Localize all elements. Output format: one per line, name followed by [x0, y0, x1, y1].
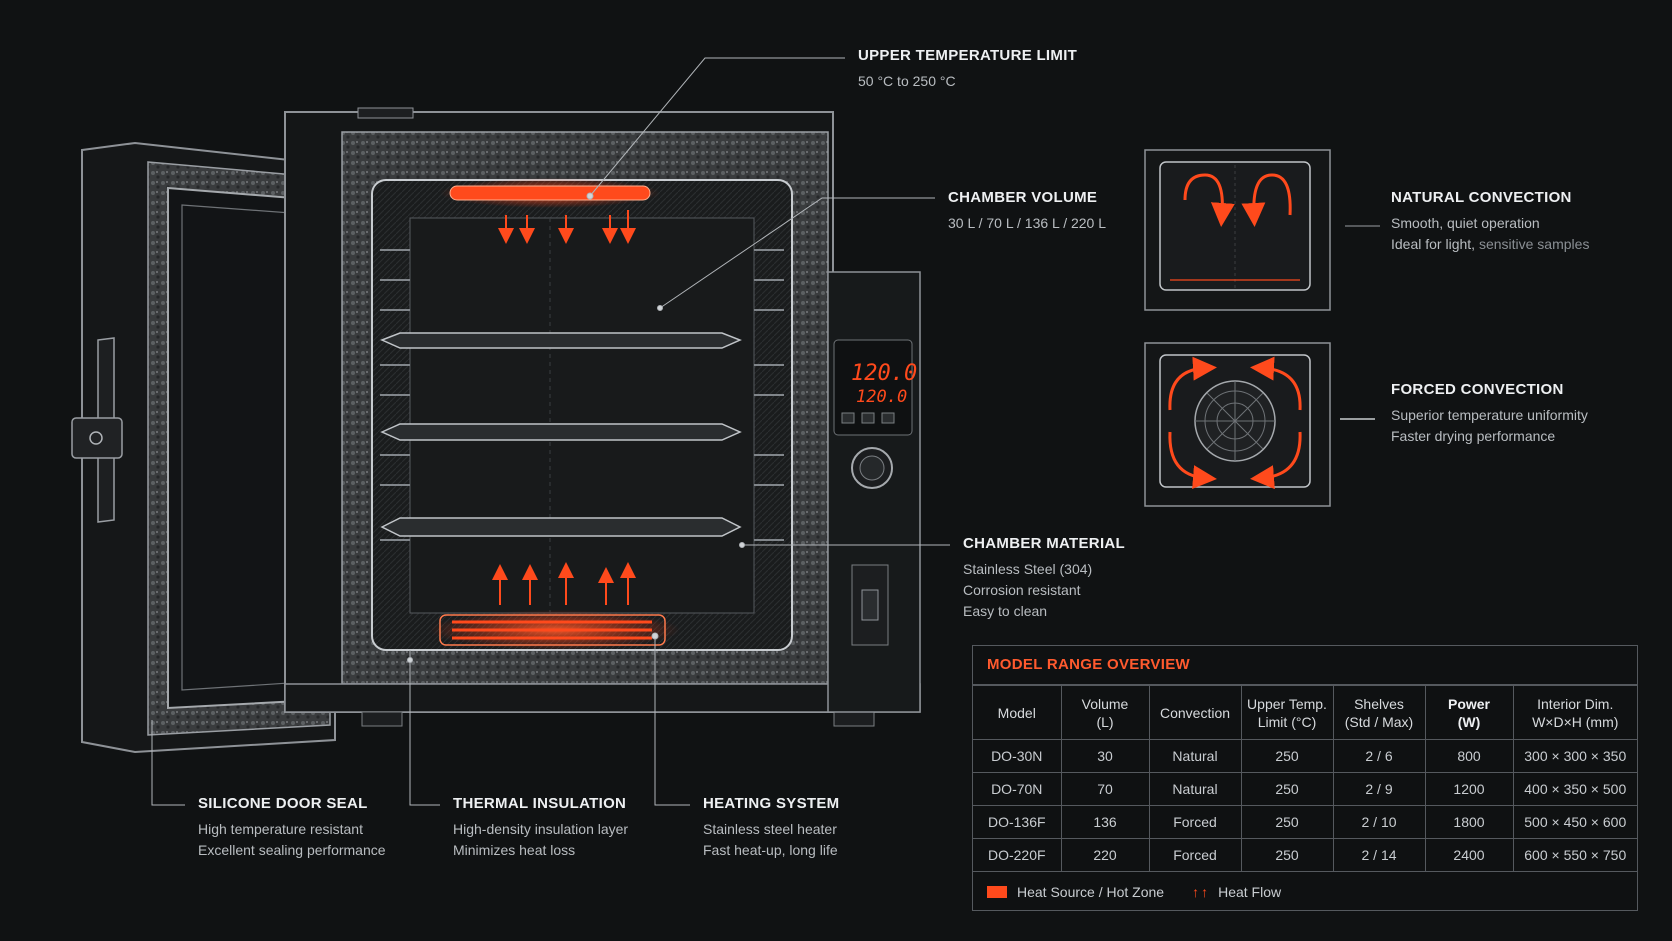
model-range-table: MODEL RANGE OVERVIEW Model Volume(L) Con…: [972, 645, 1638, 911]
table-row: DO-136F 136 Forced 250 2 / 10 1800 500 ×…: [973, 805, 1637, 839]
cell-convection: Forced: [1148, 838, 1242, 872]
header-shelves: Shelves(Std / Max): [1332, 685, 1426, 740]
cell-shelves: 2 / 10: [1332, 805, 1426, 839]
callout-line-part: Ideal for light,: [1391, 236, 1476, 252]
header-model: Model: [973, 685, 1062, 740]
table-row: DO-70N 70 Natural 250 2 / 9 1200 400 × 3…: [973, 772, 1637, 806]
legend-heat-source: Heat Source / Hot Zone: [1017, 884, 1165, 900]
header-interior-dim: Interior Dim.W×D×H (mm): [1512, 685, 1637, 740]
callout-line: Corrosion resistant: [963, 582, 1081, 598]
callout-line: High-density insulation layer: [453, 821, 629, 837]
callout-forced-convection: FORCED CONVECTION Superior temperature u…: [1391, 381, 1588, 447]
cell-upper-temp: 250: [1240, 772, 1334, 806]
cell-volume: 136: [1060, 805, 1150, 839]
callout-line: Faster drying performance: [1391, 428, 1556, 444]
cell-volume: 70: [1060, 772, 1150, 806]
cell-convection: Natural: [1148, 772, 1242, 806]
cell-upper-temp: 250: [1240, 739, 1334, 773]
callout-title: NATURAL CONVECTION: [1391, 189, 1572, 206]
cell-interior-dim: 600 × 550 × 750: [1512, 838, 1637, 872]
callout-title: SILICONE DOOR SEAL: [198, 795, 368, 812]
cell-power: 800: [1424, 739, 1514, 773]
cell-shelves: 2 / 9: [1332, 772, 1426, 806]
cell-convection: Natural: [1148, 739, 1242, 773]
callout-title: HEATING SYSTEM: [703, 795, 840, 812]
cell-model: DO-220F: [973, 838, 1062, 872]
callout-line: 50 °C to 250 °C: [858, 73, 956, 89]
callout-thermal-insulation: THERMAL INSULATION High-density insulati…: [453, 795, 628, 861]
callout-line-part-dim: sensitive samples: [1478, 236, 1590, 252]
callout-title: CHAMBER MATERIAL: [963, 535, 1126, 552]
leader-lines: [151, 57, 950, 806]
callout-upper-temperature: UPPER TEMPERATURE LIMIT 50 °C to 250 °C: [858, 47, 1077, 92]
callout-door-seal: SILICONE DOOR SEAL High temperature resi…: [198, 795, 386, 861]
callout-line: 30 L / 70 L / 136 L / 220 L: [948, 215, 1107, 231]
legend-heat-flow: Heat Flow: [1218, 884, 1282, 900]
cell-volume: 220: [1060, 838, 1150, 872]
table-row: DO-30N 30 Natural 250 2 / 6 800 300 × 30…: [973, 739, 1637, 773]
cell-upper-temp: 250: [1240, 838, 1334, 872]
callout-heating-system: HEATING SYSTEM Stainless steel heater Fa…: [703, 795, 839, 861]
cell-upper-temp: 250: [1240, 805, 1334, 839]
heat-flow-arrows-icon: ↑↑: [1192, 884, 1211, 900]
cell-power: 1800: [1424, 805, 1514, 839]
callout-title: FORCED CONVECTION: [1391, 381, 1564, 398]
natural-convection-diagram: [1144, 149, 1380, 311]
table-legend: Heat Source / Hot Zone ↑↑ Heat Flow: [973, 872, 1637, 912]
callout-line: High temperature resistant: [198, 821, 363, 837]
table-row: DO-220F 220 Forced 250 2 / 14 2400 600 ×…: [973, 838, 1637, 872]
callout-line: Smooth, quiet operation: [1391, 215, 1540, 231]
cell-interior-dim: 300 × 300 × 350: [1512, 739, 1637, 773]
display-line-2: 120.0: [856, 387, 907, 407]
callout-title: UPPER TEMPERATURE LIMIT: [858, 47, 1078, 64]
cell-model: DO-70N: [973, 772, 1062, 806]
heat-source-swatch: [987, 886, 1007, 898]
cell-shelves: 2 / 6: [1332, 739, 1426, 773]
header-power: Power(W): [1424, 685, 1514, 740]
control-panel: 120.0 120.0: [827, 271, 921, 713]
cell-model: DO-30N: [973, 739, 1062, 773]
callout-line: Fast heat-up, long life: [703, 842, 838, 858]
callout-line: Stainless Steel (304): [963, 561, 1093, 577]
cell-volume: 30: [1060, 739, 1150, 773]
oven-body: [284, 107, 921, 727]
cell-interior-dim: 400 × 350 × 500: [1512, 772, 1637, 806]
cell-convection: Forced: [1148, 805, 1242, 839]
forced-convection-diagram: [1144, 342, 1375, 507]
callout-line: Superior temperature uniformity: [1391, 407, 1588, 423]
table-header-row: Model Volume(L) Convection Upper Temp.Li…: [973, 685, 1637, 740]
model-table-grid: Model Volume(L) Convection Upper Temp.Li…: [973, 685, 1637, 872]
callout-title: THERMAL INSULATION: [453, 795, 627, 812]
cell-model: DO-136F: [973, 805, 1062, 839]
cell-power: 2400: [1424, 838, 1514, 872]
callout-line: Ideal for light, sensitive samples: [1391, 234, 1589, 255]
callout-line: Excellent sealing performance: [198, 842, 386, 858]
header-convection: Convection: [1148, 685, 1242, 740]
cell-interior-dim: 500 × 450 × 600: [1512, 805, 1637, 839]
callout-line: Easy to clean: [963, 603, 1048, 619]
header-upper-temp: Upper Temp.Limit (°C): [1240, 685, 1334, 740]
cell-shelves: 2 / 14: [1332, 838, 1426, 872]
callout-chamber-volume: CHAMBER VOLUME 30 L / 70 L / 136 L / 220…: [948, 189, 1106, 234]
display-line-1: 120.0: [851, 361, 917, 386]
header-volume: Volume(L): [1060, 685, 1150, 740]
callout-title: CHAMBER VOLUME: [948, 189, 1098, 206]
callout-line: Stainless steel heater: [703, 821, 837, 837]
table-title: MODEL RANGE OVERVIEW: [973, 646, 1637, 685]
callout-line: Minimizes heat loss: [453, 842, 576, 858]
callout-natural-convection: NATURAL CONVECTION Smooth, quiet operati…: [1391, 189, 1589, 255]
callout-chamber-material: CHAMBER MATERIAL Stainless Steel (304) C…: [963, 535, 1125, 622]
cell-power: 1200: [1424, 772, 1514, 806]
